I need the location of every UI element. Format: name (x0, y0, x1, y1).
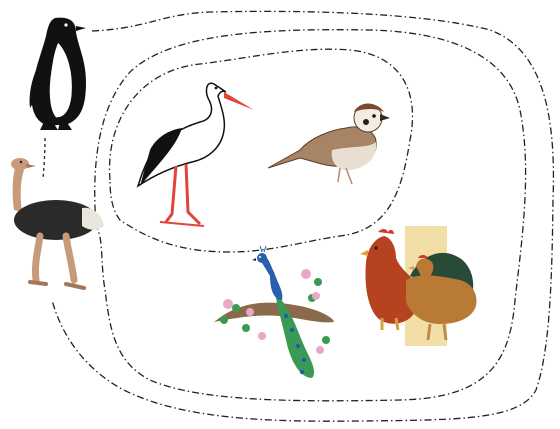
outer-boundary-connector (43, 138, 45, 180)
penguin-icon (30, 18, 86, 130)
sparrow-icon (268, 104, 390, 184)
stork-icon (138, 83, 254, 226)
rooster-and-hen-icon (360, 226, 476, 346)
middle-boundary (95, 30, 526, 401)
ostrich-icon (11, 158, 104, 288)
peacock-icon (214, 246, 334, 378)
